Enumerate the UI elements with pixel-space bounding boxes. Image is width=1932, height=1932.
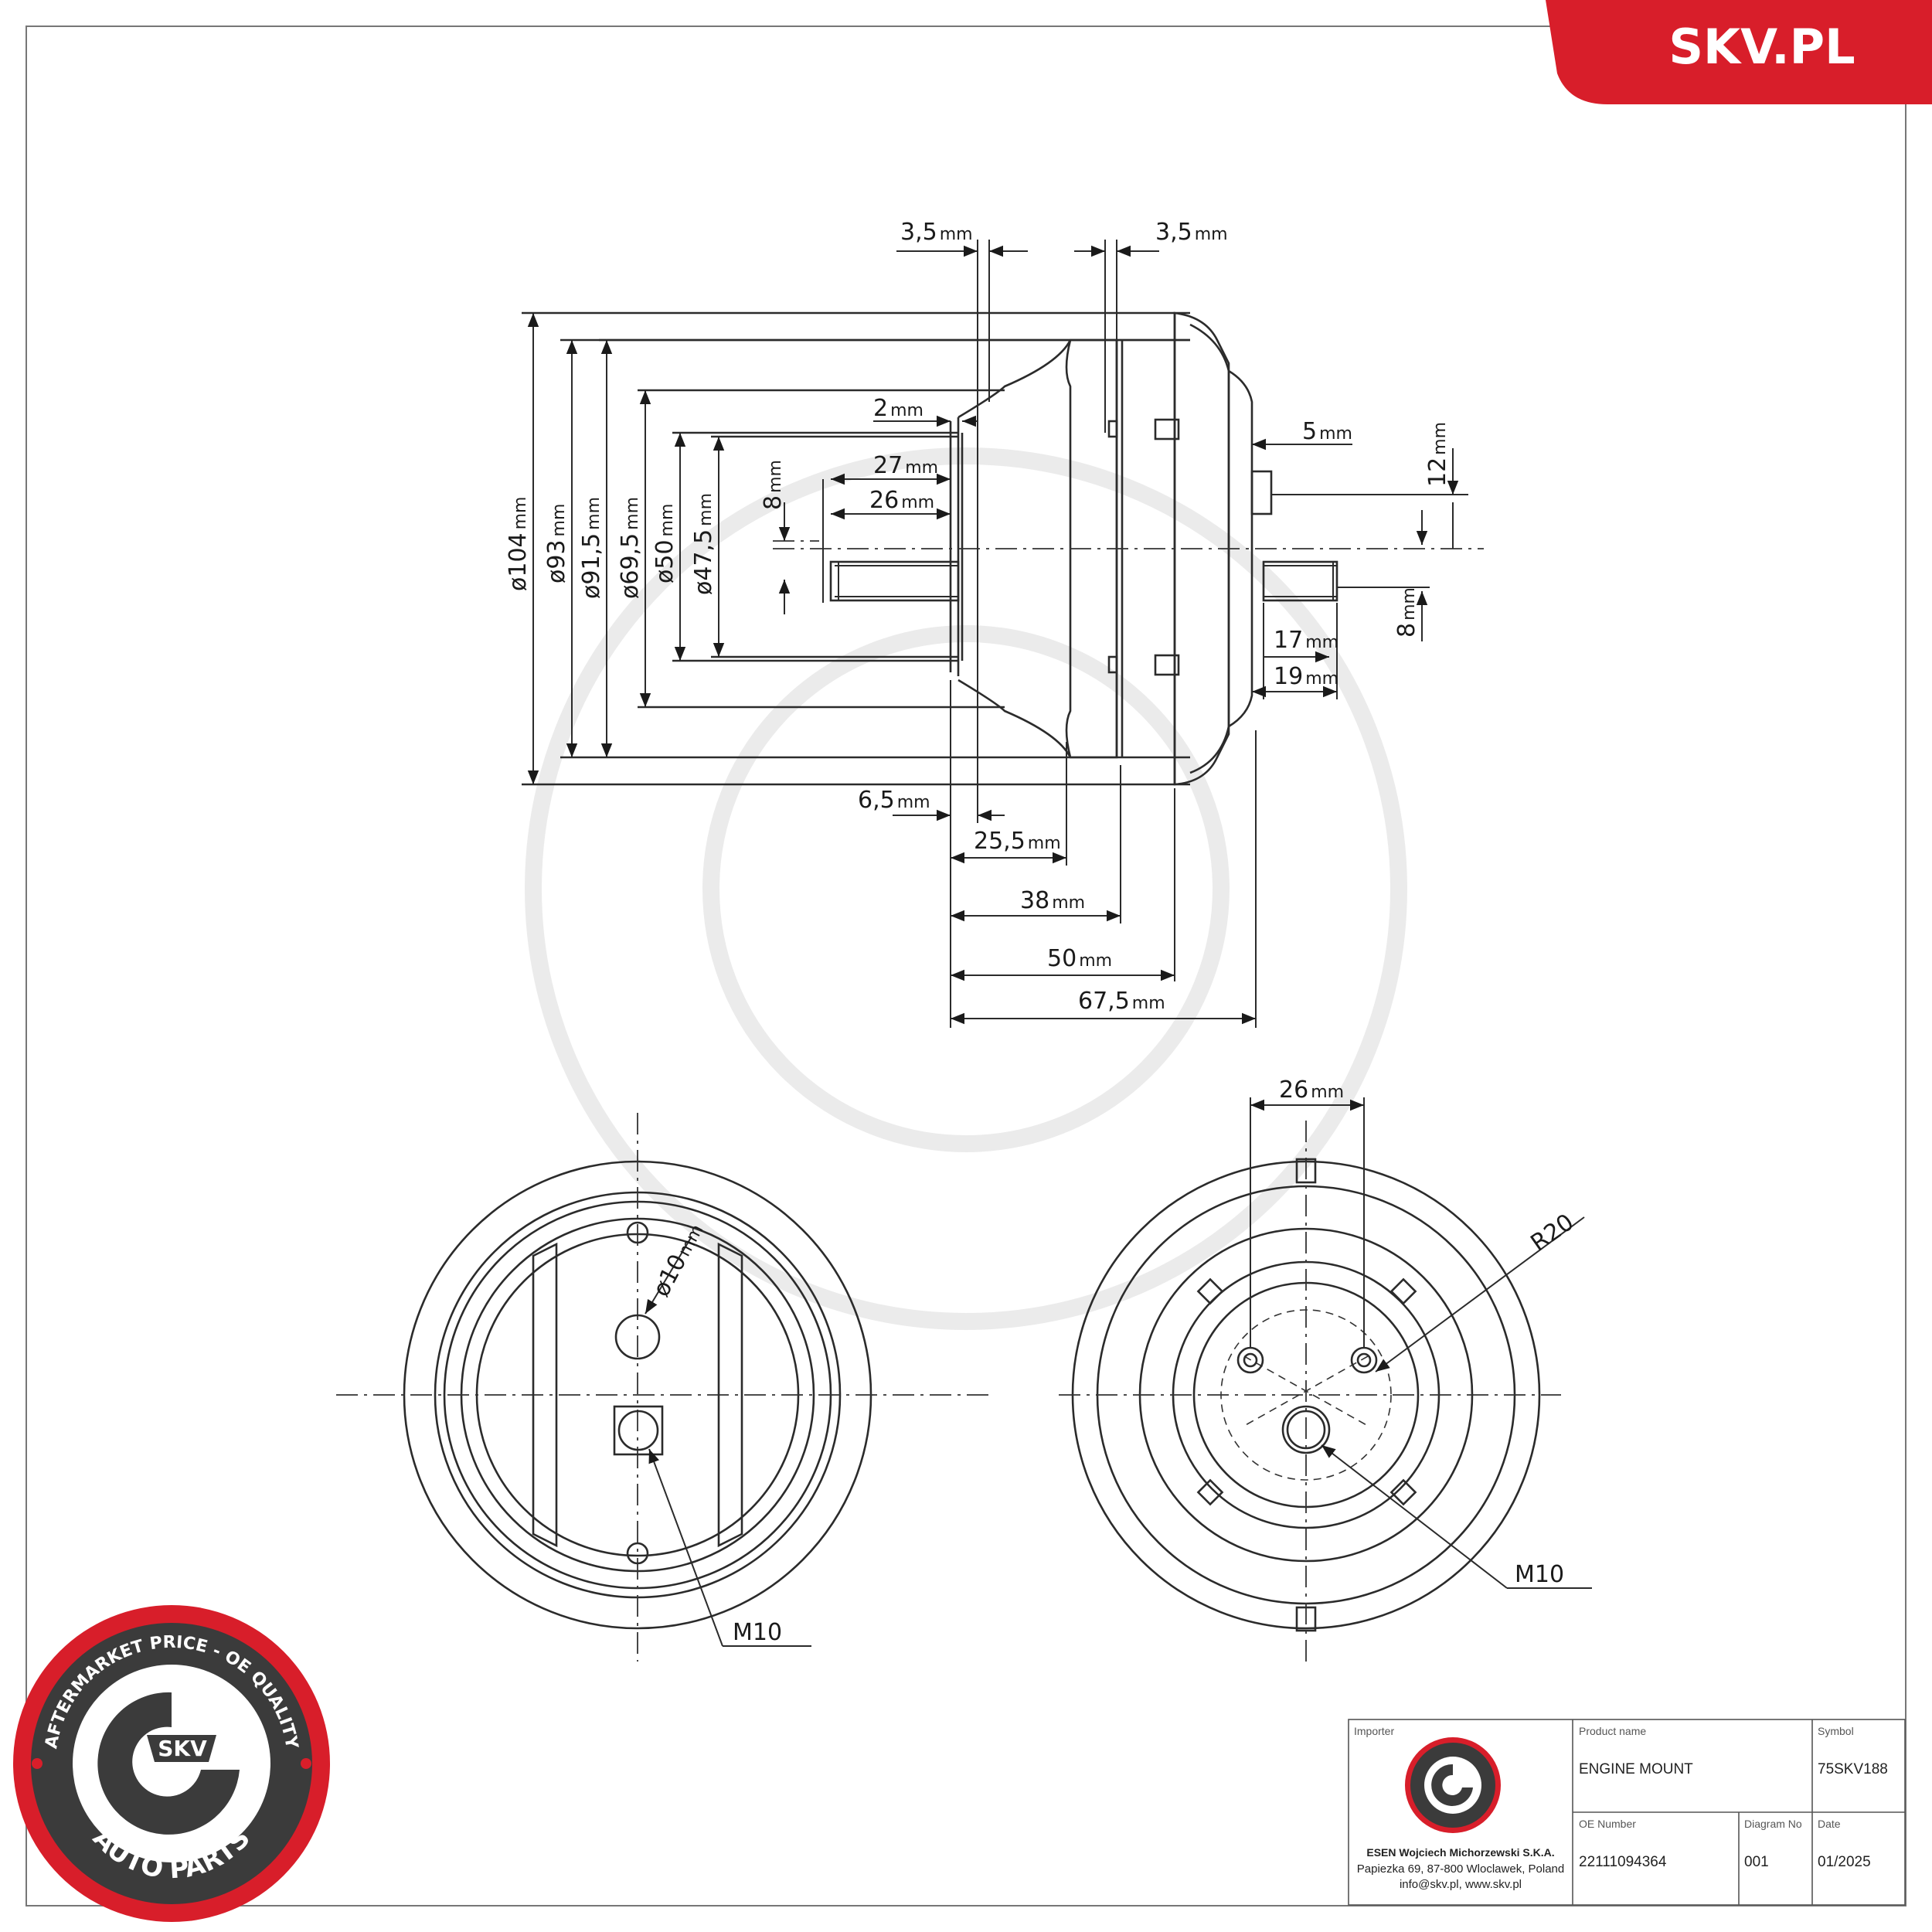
diagram-label: Diagram No	[1744, 1818, 1802, 1830]
dim-8-left: 8mm	[760, 460, 787, 510]
side-view: ø104mm ø93mm ø91,5mm ø69,5mm ø50mm ø47,5…	[505, 219, 1484, 1028]
importer-address: Papiezka 69, 87-800 Wloclawek, Poland	[1357, 1862, 1565, 1876]
dim-dia69-5: ø69,5mm	[617, 497, 644, 599]
dim-dia93: ø93mm	[543, 504, 570, 583]
thread-label-left: M10	[733, 1619, 782, 1646]
radius-label: R20	[1526, 1209, 1579, 1257]
brand-ribbon: SKV.PL	[1546, 0, 1932, 104]
importer-contact: info@skv.pl, www.skv.pl	[1400, 1878, 1522, 1891]
seal-center-text: SKV	[158, 1736, 207, 1761]
thread-label-right: M10	[1515, 1561, 1564, 1588]
product-name-label: Product name	[1579, 1725, 1646, 1737]
quality-seal: AFTERMARKET PRICE - OE QUALITY AUTO PART…	[13, 1605, 330, 1922]
date-label: Date	[1818, 1818, 1841, 1830]
front-view-left: ø10mm M10	[336, 1113, 993, 1662]
dim-dia91-5: ø91,5mm	[578, 497, 605, 599]
dim-dia47-5: ø47,5mm	[690, 493, 717, 595]
diagram-no: 001	[1744, 1854, 1769, 1870]
brand-site-text: SKV.PL	[1668, 19, 1855, 75]
dim-12: 12mm	[1424, 422, 1451, 487]
drawing-border	[26, 26, 1906, 1906]
importer-seal	[1405, 1737, 1501, 1833]
dim-8-right: 8mm	[1393, 587, 1420, 638]
watermark	[525, 447, 1407, 1330]
oe-number: 22111094364	[1579, 1854, 1667, 1870]
dim-dia104: ø104mm	[505, 497, 532, 592]
title-block: Importer ESEN Wojciech Michorzewski S.K.…	[1348, 1719, 1906, 1906]
symbol-label: Symbol	[1818, 1725, 1854, 1737]
product-name: ENGINE MOUNT	[1579, 1761, 1693, 1777]
date-value: 01/2025	[1818, 1854, 1871, 1870]
oe-label: OE Number	[1579, 1818, 1636, 1830]
dim-dia50: ø50mm	[651, 504, 679, 583]
importer-label: Importer	[1354, 1725, 1394, 1737]
symbol-value: 75SKV188	[1818, 1761, 1888, 1777]
importer-name: ESEN Wojciech Michorzewski S.K.A.	[1366, 1846, 1554, 1859]
dim-hole-dia10: ø10mm	[648, 1219, 709, 1301]
